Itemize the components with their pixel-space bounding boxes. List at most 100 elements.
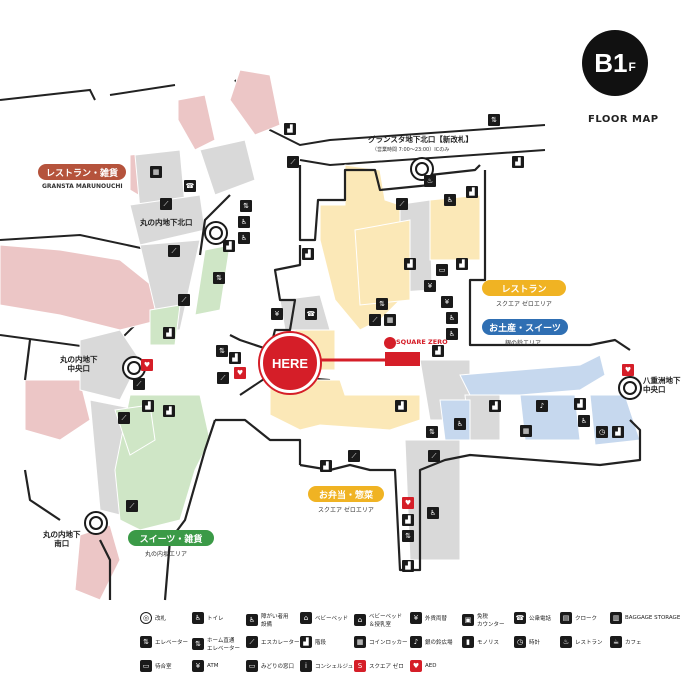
legend-item-clock: ◷時計 — [514, 636, 540, 648]
gate-label-gransta-north: グランスタ地下北口【新改札】 — [368, 135, 473, 144]
restaurant-icon[interactable]: ♨ — [424, 175, 436, 187]
area-pill-restaurant-gransta[interactable]: レストラン・雑貨 — [38, 164, 126, 180]
stairs-icon[interactable]: ▟ — [489, 400, 501, 412]
clock-icon[interactable]: ◷ — [596, 426, 608, 438]
legend-label: ATM — [207, 663, 219, 669]
area-label: スイーツ・雑貨 — [139, 534, 203, 545]
coin-locker-icon[interactable]: ▦ — [150, 166, 162, 178]
stairs-icon[interactable]: ▟ — [223, 240, 235, 252]
stairs-icon[interactable]: ▟ — [574, 398, 586, 410]
legend-item-ticket-gate: ◎改札 — [140, 612, 166, 624]
legend-label: 障がい者用 設備 — [261, 614, 289, 628]
phone-icon[interactable]: ☎ — [184, 180, 196, 192]
escalator-icon[interactable]: ⟋ — [369, 314, 381, 326]
phone-icon[interactable]: ☎ — [305, 308, 317, 320]
legend-label: 階段 — [315, 640, 327, 646]
aed-icon[interactable]: ♥ — [622, 364, 634, 376]
legend-item-cafe: ☕カフェ — [610, 636, 642, 648]
escalator-icon[interactable]: ⟋ — [160, 198, 172, 210]
ticket-gate-icon[interactable] — [410, 157, 434, 181]
stairs-icon[interactable]: ▟ — [302, 248, 314, 260]
ticket-gate-icon[interactable] — [618, 376, 642, 400]
silver-bell-icon[interactable]: ♪ — [536, 400, 548, 412]
legend-item-nursing-room: ⌂ベビーベッド ＆授乳室 — [354, 612, 402, 628]
elevator-icon[interactable]: ⇅ — [488, 114, 500, 126]
escalator-icon[interactable]: ⟋ — [428, 450, 440, 462]
stairs-icon[interactable]: ▟ — [320, 460, 332, 472]
coin-locker-icon[interactable]: ▦ — [384, 314, 396, 326]
stairs-icon[interactable]: ▟ — [404, 258, 416, 270]
escalator-icon[interactable]: ⟋ — [396, 198, 408, 210]
stairs-icon[interactable]: ▟ — [466, 186, 478, 198]
floor-suffix: F — [628, 60, 636, 74]
escalator-icon[interactable]: ⟋ — [287, 156, 299, 168]
area-sub-bento: スクエア ゼロエリア — [318, 507, 374, 514]
restroom-icon[interactable]: ♿ — [446, 328, 458, 340]
restroom-icon[interactable]: ♿ — [444, 194, 456, 206]
stairs-icon[interactable]: ▟ — [229, 352, 241, 364]
aed-icon: ♥ — [410, 660, 422, 672]
aed-icon[interactable]: ♥ — [402, 497, 414, 509]
legend-label: コインロッカー — [369, 640, 408, 646]
area-label: レストラン — [501, 284, 547, 295]
escalator-icon[interactable]: ⟋ — [126, 500, 138, 512]
stairs-icon[interactable]: ▟ — [163, 327, 175, 339]
stairs-icon[interactable]: ▟ — [512, 156, 524, 168]
legend-label: AED — [425, 663, 437, 669]
escalator-icon[interactable]: ⟋ — [133, 378, 145, 390]
legend-label: コンシェルジュ — [315, 664, 354, 670]
elevator-icon[interactable]: ⇅ — [216, 345, 228, 357]
legend-item-atm: ¥ATM — [192, 660, 218, 672]
stairs-icon[interactable]: ▟ — [402, 514, 414, 526]
currency-exchange-icon[interactable]: ¥ — [441, 296, 453, 308]
atm-icon: ¥ — [192, 660, 204, 672]
legend-label: エスカレーター — [261, 640, 300, 646]
escalator-icon[interactable]: ⟋ — [168, 245, 180, 257]
elevator-icon[interactable]: ⇅ — [213, 272, 225, 284]
escalator-icon[interactable]: ⟋ — [118, 412, 130, 424]
area-pill-restaurant-square[interactable]: レストラン — [482, 280, 566, 296]
elevator-icon[interactable]: ⇅ — [240, 200, 252, 212]
area-pill-sweets[interactable]: スイーツ・雑貨 — [128, 530, 214, 546]
waiting-room-icon[interactable]: ▭ — [436, 264, 448, 276]
legend-item-waiting-room: ▭待合室 — [140, 660, 172, 672]
stairs-icon[interactable]: ▟ — [395, 400, 407, 412]
restroom-icon[interactable]: ♿ — [238, 232, 250, 244]
legend-label: 公衆電話 — [529, 616, 552, 622]
escalator-icon[interactable]: ⟋ — [348, 450, 360, 462]
legend-label: スクエア ゼロ — [369, 664, 404, 670]
accessible-restroom-icon[interactable]: ♿ — [446, 312, 458, 324]
atm-icon[interactable]: ¥ — [271, 308, 283, 320]
escalator-icon[interactable]: ⟋ — [217, 372, 229, 384]
gate-label-marunouchi-north: 丸の内地下北口 — [140, 218, 193, 227]
area-pill-souvenir[interactable]: お土産・スイーツ — [482, 319, 568, 335]
elevator-icon[interactable]: ⇅ — [376, 298, 388, 310]
legend-label: カフェ — [625, 640, 642, 646]
elevator-icon[interactable]: ⇅ — [402, 530, 414, 542]
legend-label: モノリス — [477, 640, 500, 646]
escalator-icon[interactable]: ⟋ — [178, 294, 190, 306]
area-sub-gransta: GRANSTA MARUNOUCHI — [42, 183, 123, 190]
stairs-icon[interactable]: ▟ — [284, 123, 296, 135]
legend-label: 免税 カウンター — [477, 614, 505, 628]
stairs-icon[interactable]: ▟ — [456, 258, 468, 270]
restroom-icon[interactable]: ♿ — [454, 418, 466, 430]
coin-locker-icon[interactable]: ▦ — [520, 425, 532, 437]
legend-label: 時計 — [529, 640, 541, 646]
legend-item-baggage-storage: ▥BAGGAGE STORAGE — [610, 612, 680, 624]
aed-icon[interactable]: ♥ — [234, 367, 246, 379]
ticket-gate-icon[interactable] — [84, 511, 108, 535]
accessible-restroom-icon[interactable]: ♿ — [238, 216, 250, 228]
elevator-icon[interactable]: ⇅ — [426, 426, 438, 438]
aed-icon[interactable]: ♥ — [141, 359, 153, 371]
stairs-icon[interactable]: ▟ — [432, 345, 444, 357]
stairs-icon[interactable]: ▟ — [402, 560, 414, 572]
restroom-icon[interactable]: ♿ — [427, 507, 439, 519]
area-pill-bento[interactable]: お弁当・惣菜 — [308, 486, 384, 502]
stairs-icon[interactable]: ▟ — [142, 400, 154, 412]
atm-icon[interactable]: ¥ — [424, 280, 436, 292]
stairs-icon[interactable]: ▟ — [612, 426, 624, 438]
stairs-icon[interactable]: ▟ — [163, 405, 175, 417]
restroom-icon[interactable]: ♿ — [578, 415, 590, 427]
